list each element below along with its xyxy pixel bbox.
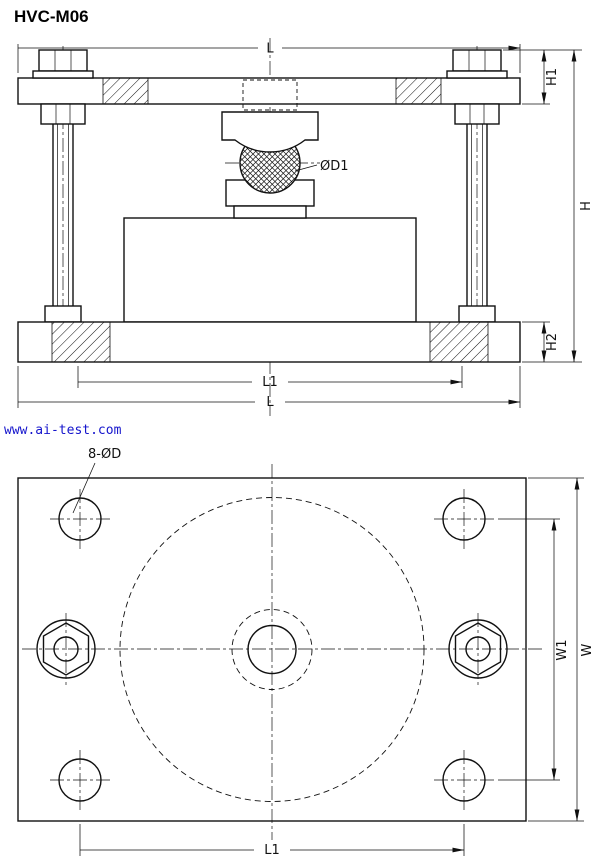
left-bolt-bottom-washer <box>44 305 82 323</box>
holes-callout: 8-ØD <box>72 447 121 514</box>
left-hex-nut <box>42 622 90 676</box>
plan-centerlines <box>22 464 542 840</box>
base-plate-hatch-left <box>51 321 111 363</box>
top-plate <box>17 77 521 105</box>
right-bolt-assembly <box>446 49 508 323</box>
dim-width-inner-label: W1 <box>555 639 570 660</box>
right-bolt-thread-lines <box>471 124 483 306</box>
dim-hole-span: L1 <box>79 824 464 858</box>
holes-callout-label: 8-ØD <box>88 447 121 462</box>
dim-height-overall: H <box>503 49 594 363</box>
left-bolt-top-nut <box>38 49 88 72</box>
right-bolt-lock-nut <box>454 103 500 125</box>
dim-width-outer-label: W <box>580 643 595 656</box>
left-bolt-lock-nut-facets <box>55 104 71 124</box>
ball-diameter-leader <box>294 164 318 172</box>
dim-length-top-label: L <box>266 42 274 57</box>
dim-height-overall-label: H <box>579 201 594 211</box>
rocker-ball-assembly <box>221 111 319 219</box>
dim-bolt-span: L1 <box>77 366 462 390</box>
load-cell-body <box>123 217 417 323</box>
dim-width-inner: W1 <box>498 518 570 781</box>
right-bolt-shaft <box>466 124 488 306</box>
dim-length-bottom-label: L <box>266 395 274 410</box>
left-bolt-washer <box>32 70 94 79</box>
dim-length-top: L <box>17 42 520 73</box>
spacer-block <box>233 205 307 219</box>
base-plate-hatch-right <box>429 321 489 363</box>
top-plate-hatch-right <box>395 77 442 105</box>
dim-width-inner-extensions <box>498 518 560 781</box>
left-bolt-assembly <box>32 49 94 323</box>
dim-ball-diameter: ØD1 <box>294 159 349 174</box>
upper-seat-block <box>221 111 319 153</box>
top-view: 8-ØD W1 W L1 <box>17 447 595 858</box>
right-bolt-top-nut <box>452 49 502 72</box>
left-bolt-shaft <box>52 124 74 306</box>
dim-height-plate-label: H1 <box>545 68 560 86</box>
dim-hole-span-label: L1 <box>264 843 280 858</box>
right-bolt-bottom-washer <box>458 305 496 323</box>
watermark-text: www.ai-test.com <box>4 423 122 438</box>
dim-height-base: H2 <box>522 321 560 363</box>
dim-height-plate: H1 <box>522 49 560 105</box>
left-bolt-lock-nut <box>40 103 86 125</box>
right-bolt-lock-nut-facets <box>469 104 485 124</box>
holes-callout-leader <box>72 462 96 514</box>
left-bolt-top-nut-facets <box>54 50 72 71</box>
right-bolt-top-nut-facets <box>468 50 486 71</box>
right-hex-nut <box>454 622 502 676</box>
dim-height-base-label: H2 <box>545 333 560 351</box>
top-plate-hatch-left <box>102 77 149 105</box>
dim-bolt-span-label: L1 <box>262 375 278 390</box>
front-view: L H1 H H2 ØD1 L1 <box>17 38 594 416</box>
page-title: HVC-M06 <box>14 7 89 26</box>
right-bolt-washer <box>446 70 508 79</box>
dim-ball-diameter-label: ØD1 <box>320 159 349 174</box>
dim-width-outer: W <box>528 477 595 822</box>
left-bolt-thread-lines <box>57 124 69 306</box>
dim-length-bottom: L <box>17 366 520 410</box>
